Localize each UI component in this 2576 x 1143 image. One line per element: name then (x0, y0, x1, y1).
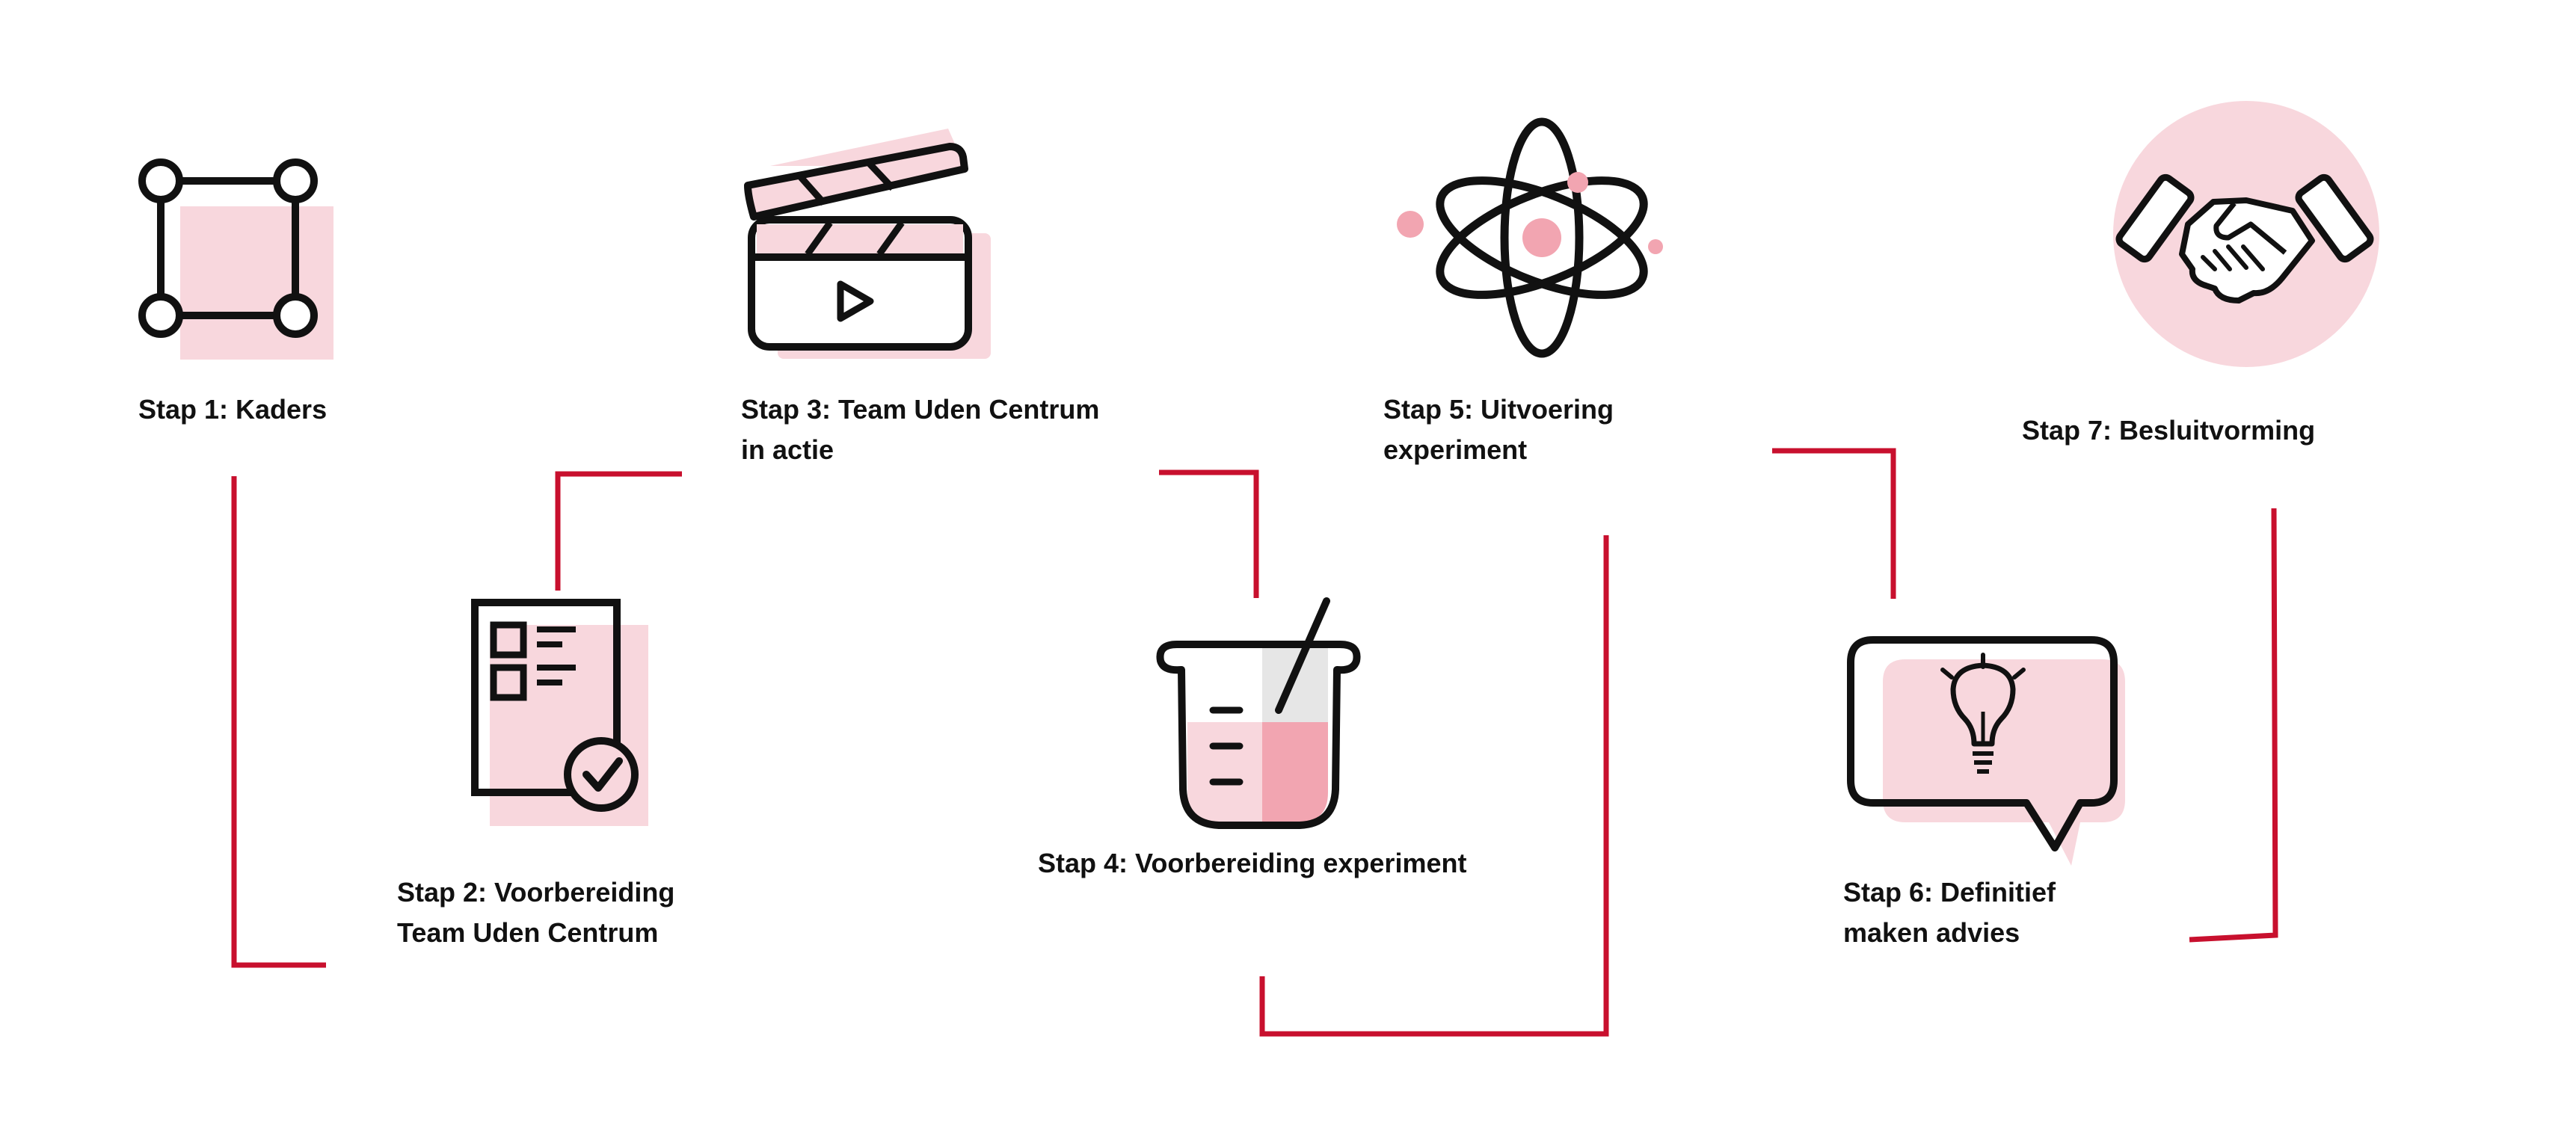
step-3-line-2: in actie (741, 434, 834, 465)
connector-3-4 (1159, 469, 1259, 598)
step-6-line-1: Stap 6: Definitief (1843, 877, 2056, 908)
step-1-line-1: Stap 1: Kaders (138, 394, 328, 425)
beaker-icon (1156, 597, 1361, 829)
connector-5-6 (1772, 448, 1896, 599)
step-2-line-1: Stap 2: Voorbereiding (397, 877, 675, 908)
connector-1-2 (231, 476, 326, 968)
connector-6-7 (2189, 508, 2278, 943)
step-5-line-2: experiment (1383, 434, 1528, 465)
step-2-label: Stap 2: Voorbereiding Team Uden Centrum (397, 872, 674, 953)
checklist-document-icon (471, 599, 648, 826)
frame-icon (138, 158, 333, 360)
step-5-label: Stap 5: Uitvoering experiment (1383, 389, 1614, 470)
step-7-line-1: Stap 7: Besluitvorming (2022, 415, 2316, 446)
step-4-label: Stap 4: Voorbereiding experiment (1038, 843, 1466, 884)
connector-lines (231, 448, 2278, 1037)
step-7-label: Stap 7: Besluitvorming (2022, 410, 2315, 451)
connector-4-5 (1259, 535, 1609, 1037)
handshake-icon (2113, 101, 2379, 367)
connector-2-3 (555, 471, 682, 591)
atom-icon (1397, 117, 1663, 358)
step-6-label: Stap 6: Definitief maken advies (1843, 872, 2056, 953)
idea-speech-bubble-icon (1847, 636, 2125, 866)
step-3-label: Stap 3: Team Uden Centrum in actie (741, 389, 1099, 470)
clapperboard-icon (744, 129, 991, 359)
step-4-line-1: Stap 4: Voorbereiding experiment (1038, 848, 1467, 878)
step-1-label: Stap 1: Kaders (138, 389, 327, 430)
step-5-line-1: Stap 5: Uitvoering (1383, 394, 1614, 425)
step-3-line-1: Stap 3: Team Uden Centrum (741, 394, 1100, 425)
step-2-line-2: Team Uden Centrum (397, 917, 659, 948)
step-6-line-2: maken advies (1843, 917, 2020, 948)
